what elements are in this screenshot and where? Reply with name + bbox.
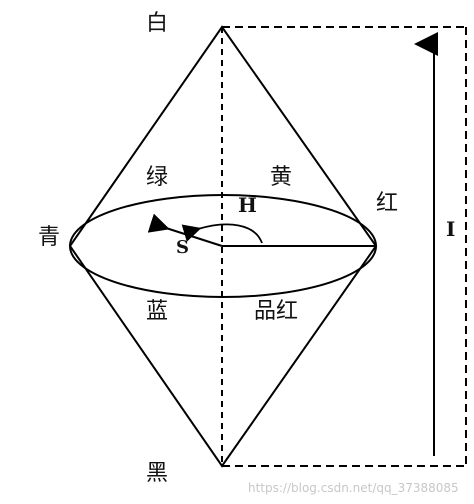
label-white: 白: [146, 11, 168, 36]
label-blue: 蓝: [146, 299, 168, 324]
label-intensity: I: [446, 217, 455, 241]
label-green: 绿: [146, 165, 168, 190]
label-red: 红: [376, 191, 398, 216]
label-hue: H: [238, 193, 257, 217]
label-cyan: 青: [38, 225, 60, 250]
watermark: https://blog.csdn.net/qq_37388085: [248, 481, 459, 495]
label-black: 黑: [146, 461, 168, 486]
label-saturation: S: [176, 237, 189, 258]
label-yellow: 黄: [270, 165, 292, 190]
saturation-arrow: [147, 213, 223, 247]
hue-arc: [181, 223, 263, 244]
label-magenta: 品红: [254, 299, 298, 324]
